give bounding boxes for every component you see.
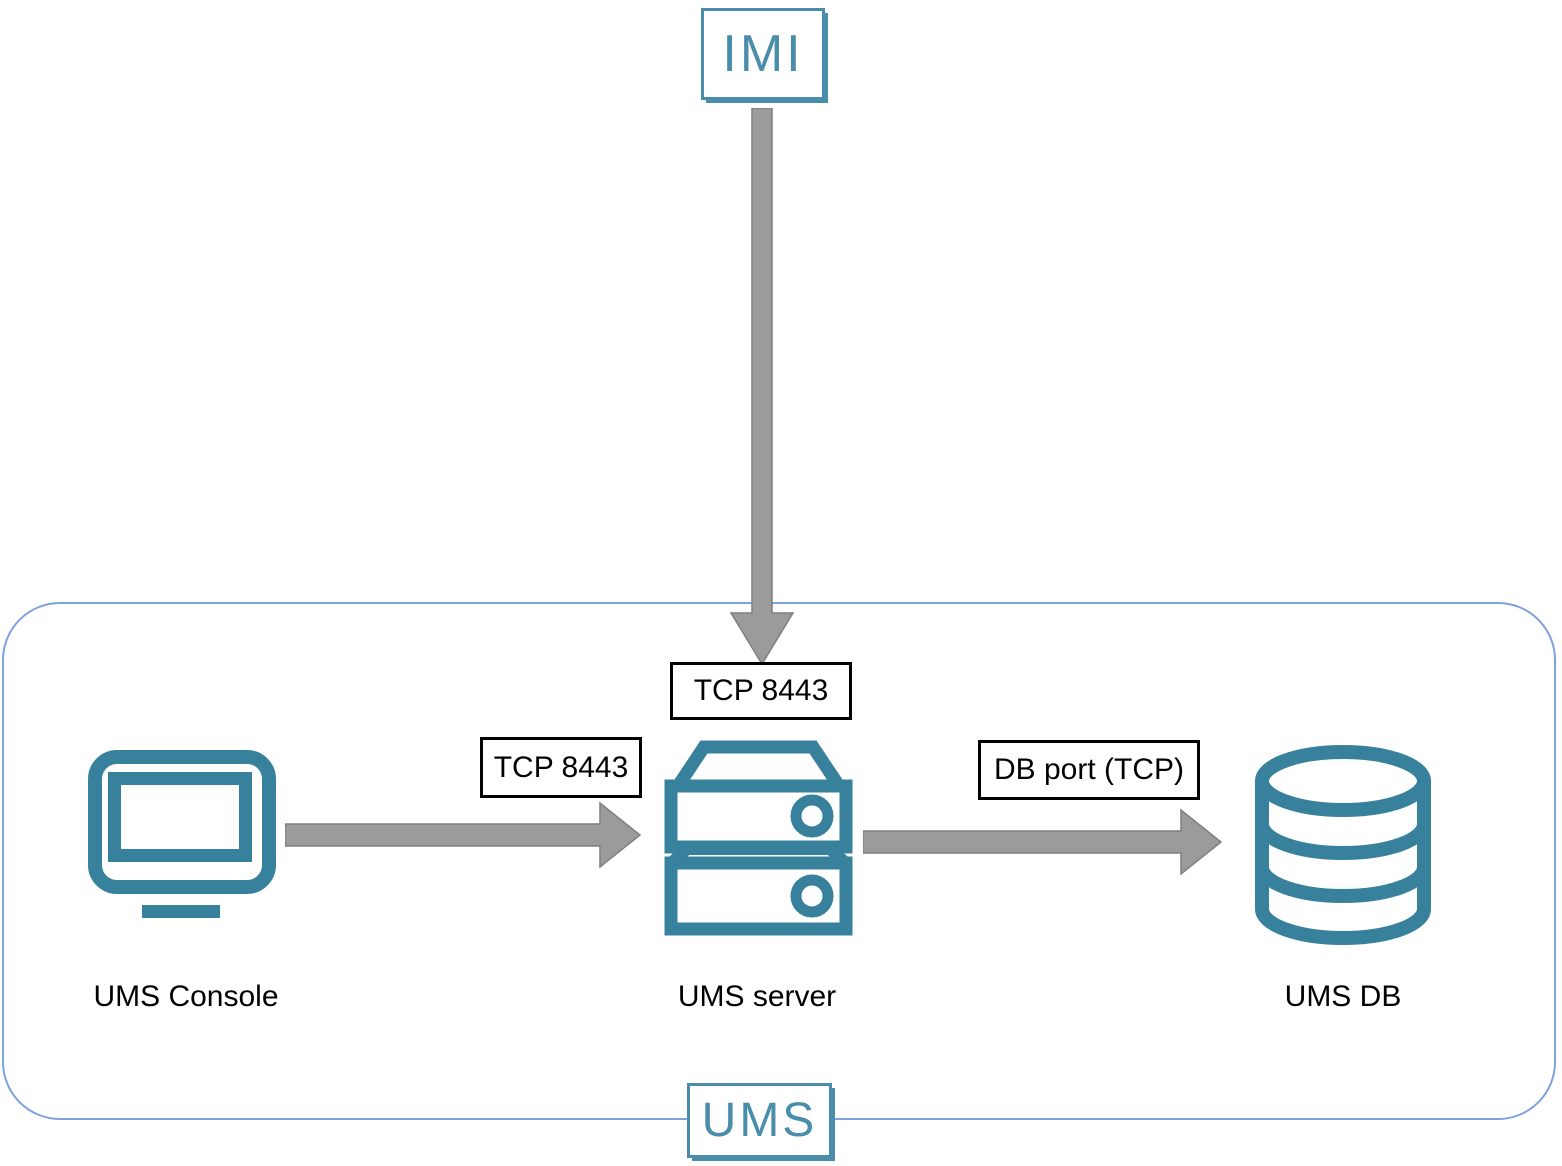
ums-zone-label-box: UMS: [687, 1083, 832, 1158]
node-label-ums-db: UMS DB: [1284, 980, 1402, 1013]
ums-zone-label: UMS: [701, 1094, 818, 1147]
db-top-disk: [1255, 745, 1431, 817]
port-label-server-db: DB port (TCP): [978, 740, 1200, 800]
database-icon: [1255, 745, 1431, 945]
node-label-ums-console: UMS Console: [93, 980, 279, 1013]
monitor-stand: [142, 905, 220, 918]
port-label-text: TCP 8443: [493, 750, 629, 784]
imi-node-box: IMI: [701, 8, 825, 100]
port-label-imi-server: TCP 8443: [670, 662, 852, 720]
server-icon: [664, 740, 853, 936]
monitor-screen: [108, 772, 252, 862]
imi-node-label: IMI: [722, 25, 804, 83]
server-lid: [672, 740, 845, 790]
port-label-text: DB port (TCP): [993, 753, 1185, 786]
server-led-bottom: [790, 874, 834, 918]
db-band-1: [1255, 823, 1431, 860]
monitor-frame: [88, 750, 276, 894]
db-sides: [1255, 781, 1431, 909]
db-bottom-band: [1255, 908, 1431, 945]
port-label-console-server: TCP 8443: [480, 737, 642, 798]
server-led-top: [790, 794, 834, 838]
node-label-ums-server: UMS server: [677, 980, 837, 1013]
right-arrow-icon: [863, 808, 1223, 876]
arrow-console-to-server: [285, 801, 642, 869]
arrow-imi-to-server: [730, 108, 794, 666]
down-arrow-icon: [730, 108, 794, 666]
arrow-server-to-db: [863, 808, 1223, 876]
port-label-text: TCP 8443: [693, 674, 829, 707]
db-band-2: [1255, 866, 1431, 903]
server-lower-shoulder: [667, 843, 850, 868]
right-arrow-icon: [285, 801, 642, 869]
monitor-icon: [88, 750, 276, 918]
